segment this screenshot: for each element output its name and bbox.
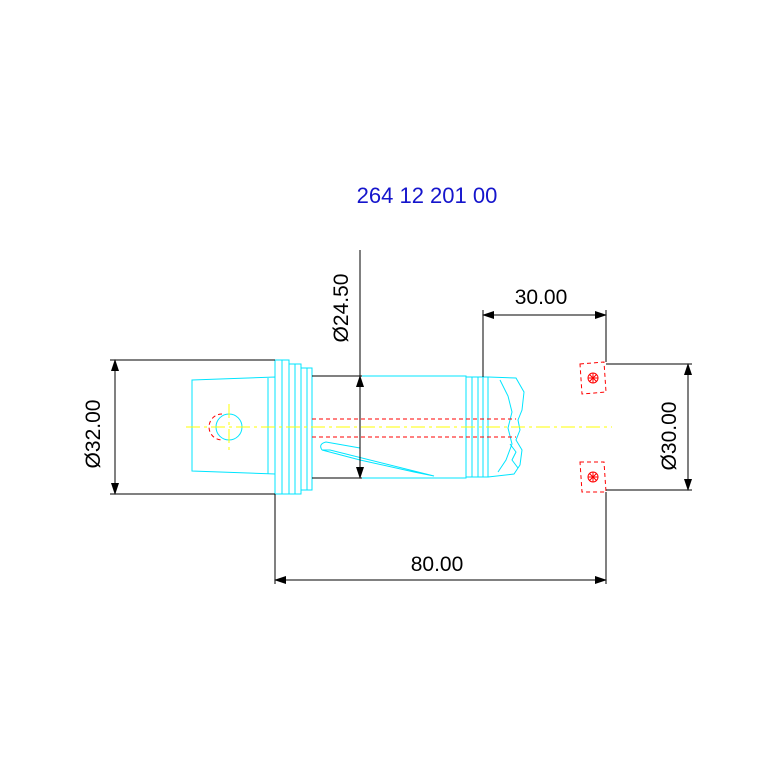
dim-shank-diameter-label: Ø24.50: [330, 274, 353, 343]
dim-outer-diameter-label: Ø32.00: [82, 400, 105, 469]
insert-top-outline: [579, 361, 607, 395]
dim-offset-label: 30.00: [515, 286, 568, 309]
set-screw-hidden: [208, 413, 223, 441]
dim-insert-diameter-label: Ø30.00: [658, 402, 681, 471]
centerlines: [186, 404, 612, 450]
insert-screws: [587, 372, 599, 483]
dimension-lines: [110, 250, 692, 584]
chip-flute: [321, 449, 435, 477]
shank-body: [191, 376, 276, 475]
part-number-title: 264 12 201 00: [357, 183, 498, 208]
insert-bottom-outline: [579, 461, 607, 493]
hidden-lines: [208, 361, 607, 493]
dim-length-label: 80.00: [411, 553, 464, 576]
